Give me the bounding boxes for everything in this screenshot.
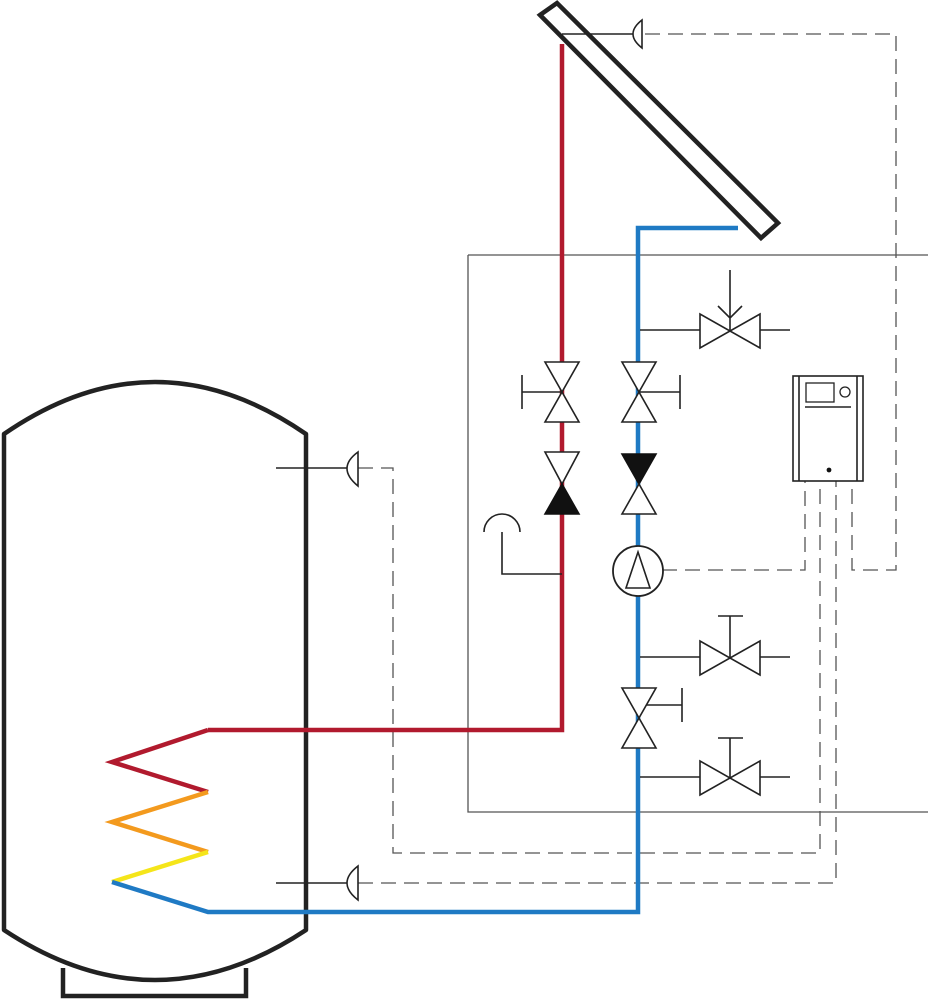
tank-base-icon — [60, 968, 249, 999]
return-shutoff-valve-icon — [620, 361, 681, 423]
hot-flow-pipe — [208, 44, 565, 733]
tank-lower-sensor-line — [358, 480, 837, 884]
return-lower-shutoff-valve-icon — [620, 687, 683, 749]
sensor-wiring — [358, 33, 897, 884]
flow-shutoff-valve-icon — [521, 361, 581, 423]
controller-knob-icon — [839, 386, 851, 398]
collector-sensor-icon — [562, 18, 643, 50]
drain-valve-icon — [699, 737, 790, 797]
safety-relief-valve-icon — [699, 270, 790, 350]
pump-station-boundary — [467, 254, 928, 813]
tank-upper-sensor-icon — [276, 450, 359, 488]
cold-return-pipe — [111, 225, 738, 915]
return-check-valve-icon — [620, 453, 658, 515]
fill-valve-icon — [699, 615, 790, 677]
controller-display-icon — [805, 382, 835, 403]
tank-body-icon — [1, 379, 309, 983]
storage-tank — [1, 379, 309, 999]
tank-lower-sensor-icon — [276, 864, 359, 902]
thermometer-icon — [483, 513, 562, 575]
solar-controller-icon — [792, 375, 864, 482]
circulation-pump-icon — [612, 545, 664, 597]
pump-control-line — [662, 480, 806, 571]
heat-exchanger-coil-icon — [104, 727, 209, 885]
collector-sensor-line — [645, 33, 897, 571]
tank-upper-sensor-line — [358, 467, 821, 854]
flow-check-valve-icon — [543, 451, 581, 515]
solar-collector-panel — [536, 0, 782, 242]
